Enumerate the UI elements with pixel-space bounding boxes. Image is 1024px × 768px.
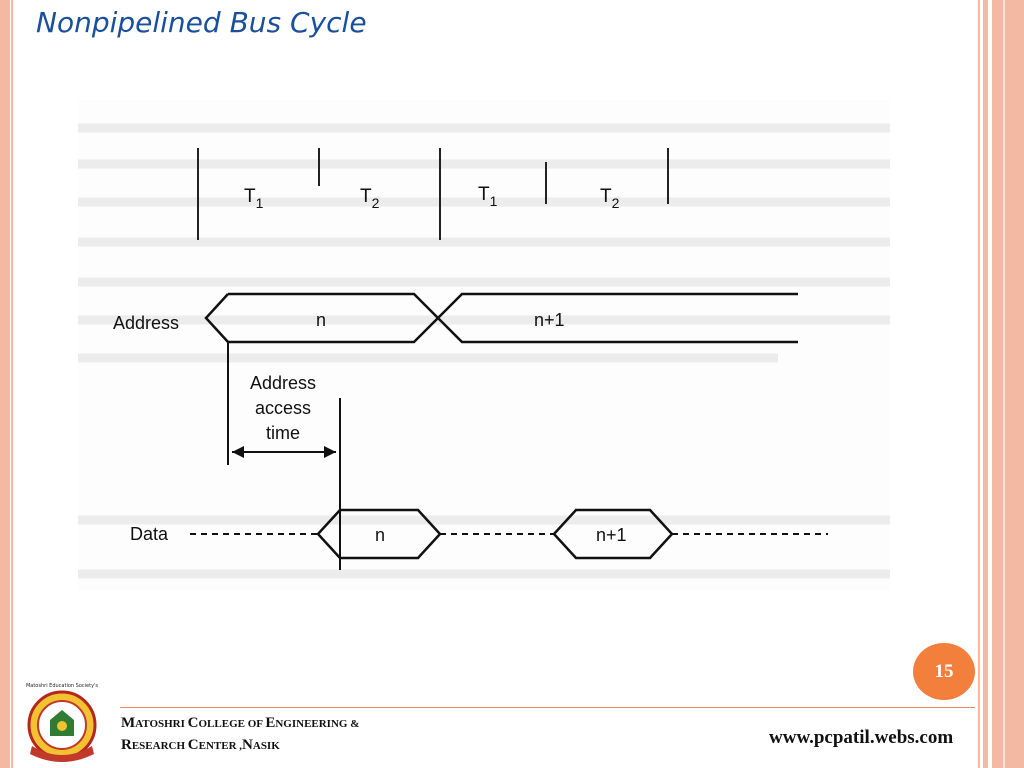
- footer-rule: [120, 707, 975, 708]
- address-label: Address: [113, 313, 179, 333]
- left-frame-bar: [0, 0, 10, 768]
- state-label-t2-second: T2: [600, 186, 620, 211]
- address-value-n-plus-1: n+1: [534, 310, 565, 330]
- page-number-badge: 15: [913, 643, 975, 700]
- address-bus-bottom: [228, 316, 798, 344]
- state-label-t1: T1: [244, 186, 264, 211]
- data-valid-n: [316, 508, 442, 560]
- svg-text:access: access: [255, 398, 311, 418]
- state-boundaries: [197, 148, 669, 240]
- access-time-label: Address access time: [250, 373, 316, 443]
- timing-diagram: T1 T2 T1 T2 Address n n+1 Address access…: [78, 100, 890, 590]
- timing-diagram-svg: T1 T2 T1 T2 Address n n+1 Address access…: [78, 123, 890, 579]
- college-logo: Matoshri Education Society's: [22, 680, 106, 764]
- left-frame-line: [11, 0, 13, 768]
- right-frame-line-2: [983, 0, 988, 768]
- slide-title: Nonpipelined Bus Cycle: [36, 6, 367, 39]
- address-bus-start: [204, 293, 229, 343]
- website-link[interactable]: www.pcpatil.webs.com: [769, 727, 954, 748]
- data-bus-valid: [316, 508, 674, 560]
- state-label-t1-second: T1: [478, 184, 498, 209]
- right-frame-line-1: [978, 0, 980, 768]
- college-logo-svg: Matoshri Education Society's: [26, 683, 98, 762]
- data-label: Data: [130, 524, 169, 544]
- logo-emblem-center: [57, 721, 67, 731]
- address-value-n: n: [316, 310, 326, 330]
- college-name-line-2: RESEARCH CENTER ,NASIK: [121, 737, 280, 753]
- scan-background: [78, 123, 890, 579]
- data-value-n: n: [375, 525, 385, 545]
- svg-text:time: time: [266, 423, 300, 443]
- right-frame-highlight: [1003, 0, 1005, 768]
- access-time-arrow-left: [232, 446, 244, 458]
- state-labels: T1 T2 T1 T2: [244, 184, 620, 211]
- address-bus: [204, 292, 798, 344]
- access-time-arrow-right: [324, 446, 336, 458]
- data-valid-n-plus-1: [552, 508, 674, 560]
- logo-ribbon: [30, 746, 94, 762]
- state-label-t2: T2: [360, 186, 380, 211]
- college-name: MATOSHRI COLLEGE OF ENGINEERING & RESEAR…: [121, 713, 359, 757]
- address-bus-top: [228, 292, 798, 320]
- svg-text:Address: Address: [250, 373, 316, 393]
- logo-top-text: Matoshri Education Society's: [26, 683, 98, 689]
- right-frame-bar: [992, 0, 1024, 768]
- college-name-line-1: MATOSHRI COLLEGE OF ENGINEERING &: [121, 715, 360, 731]
- data-value-n-plus-1: n+1: [596, 525, 627, 545]
